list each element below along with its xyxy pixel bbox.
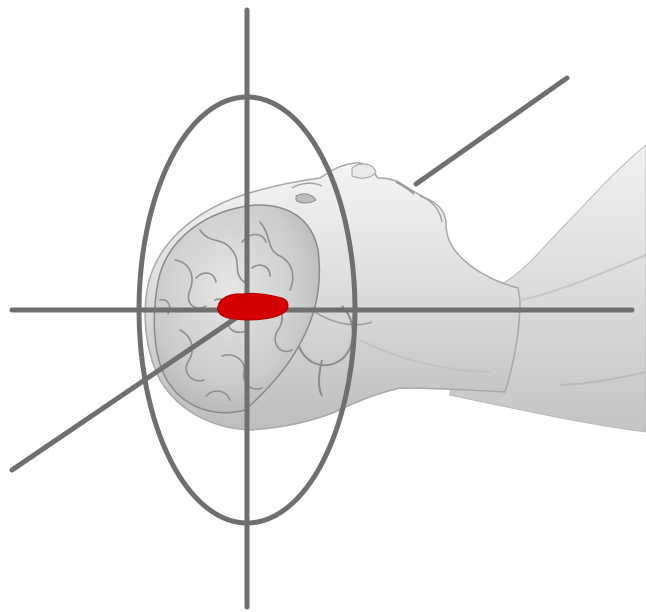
nose bbox=[352, 164, 376, 178]
diagonal-axis-upper bbox=[416, 78, 567, 184]
axes bbox=[12, 10, 632, 607]
lesion-marker bbox=[218, 293, 288, 320]
